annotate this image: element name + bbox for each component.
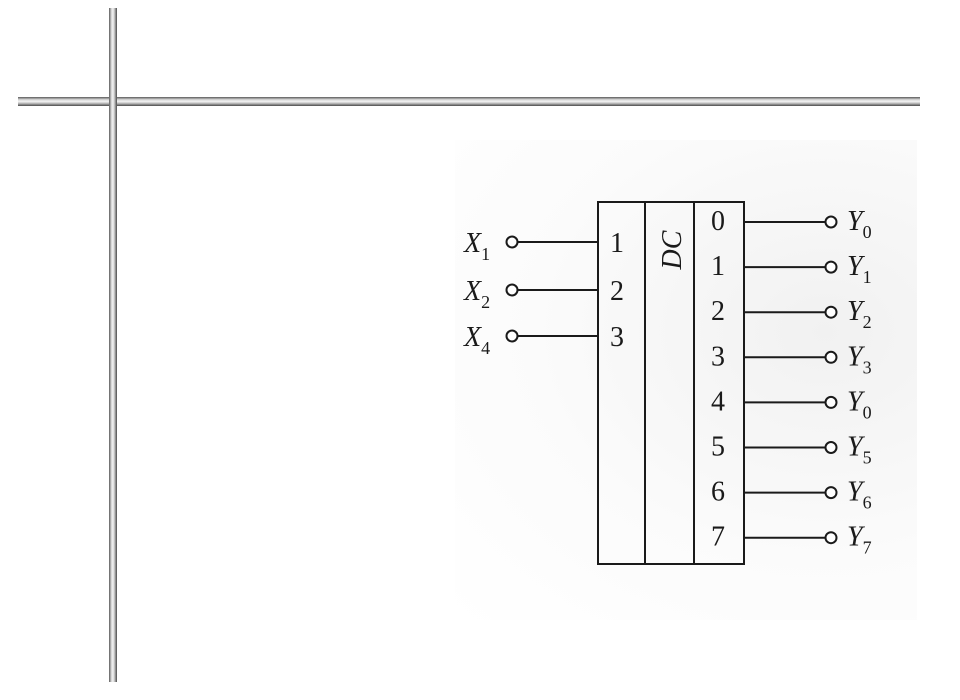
output-pin-number: 3 [711, 341, 725, 372]
slide-horizontal-rule [18, 97, 920, 106]
scanned-paper-background [455, 140, 917, 620]
output-terminal-circle [824, 486, 838, 500]
output-signal-label-subscript: 7 [863, 538, 872, 558]
decoder-outline [597, 201, 745, 565]
input-signal-label-letter: X [463, 228, 482, 259]
output-signal-label: Y0 [847, 386, 872, 422]
output-signal-label-letter: Y [847, 477, 866, 508]
decoder-box: DC [597, 201, 745, 565]
output-signal-label: Y2 [847, 296, 872, 332]
output-signal-label-subscript: 1 [863, 267, 872, 287]
output-signal-label-subscript: 5 [863, 448, 872, 468]
output-pin-number: 2 [711, 296, 725, 327]
output-signal-label: Y1 [847, 251, 872, 287]
output-signal-label: Y0 [847, 206, 872, 242]
output-pin-number: 1 [711, 251, 725, 282]
output-signal-label-letter: Y [847, 206, 866, 237]
output-terminal-circle [824, 260, 838, 274]
output-terminal-circle [824, 350, 838, 364]
input-signal-label-letter: X [463, 322, 482, 353]
output-pin-number: 4 [711, 386, 725, 417]
output-signal-label-subscript: 0 [863, 222, 872, 242]
output-signal-label-subscript: 3 [863, 357, 872, 377]
output-pin-number: 0 [711, 206, 725, 237]
output-pin: 4 Y0 [711, 386, 872, 422]
output-signal-label-subscript: 0 [863, 402, 872, 422]
output-signal-label-letter: Y [847, 251, 866, 282]
output-pin-number: 7 [711, 522, 725, 553]
decoder-label: DC [657, 230, 688, 270]
output-signal-label: Y3 [847, 341, 872, 377]
output-signal-label-letter: Y [847, 341, 866, 372]
output-signal-label-letter: Y [847, 386, 866, 417]
output-terminal-circle [824, 395, 838, 409]
output-signal-label: Y5 [847, 432, 872, 468]
output-terminal-circle [824, 305, 838, 319]
input-signal-label: X1 [463, 228, 490, 264]
input-pin-number: 1 [610, 228, 624, 259]
input-signal-label-letter: X [463, 276, 482, 307]
slide-vertical-rule [109, 8, 117, 682]
output-terminal-circle [824, 215, 838, 229]
input-signal-label-subscript: 1 [481, 244, 490, 264]
output-signal-label-letter: Y [847, 522, 866, 553]
input-terminal-circle [505, 329, 519, 343]
output-pin-number: 5 [711, 432, 725, 463]
output-signal-label-letter: Y [847, 432, 866, 463]
output-signal-label-letter: Y [847, 296, 866, 327]
output-terminal-circle [824, 531, 838, 545]
input-signal-label: X4 [463, 322, 490, 358]
input-terminal-circle [505, 235, 519, 249]
output-signal-label: Y7 [847, 522, 872, 558]
output-pin-number: 6 [711, 477, 725, 508]
input-pin-number: 3 [610, 322, 624, 353]
input-signal-label: X2 [463, 276, 490, 312]
output-signal-label: Y6 [847, 477, 872, 513]
input-signal-label-subscript: 4 [481, 338, 490, 358]
input-pin-number: 2 [610, 276, 624, 307]
output-terminal-circle [824, 441, 838, 454]
input-terminal-circle [505, 283, 519, 297]
output-signal-label-subscript: 6 [863, 493, 872, 513]
input-pin: X4 3 [463, 322, 624, 358]
output-signal-label-subscript: 2 [863, 312, 872, 332]
input-signal-label-subscript: 2 [481, 292, 490, 312]
